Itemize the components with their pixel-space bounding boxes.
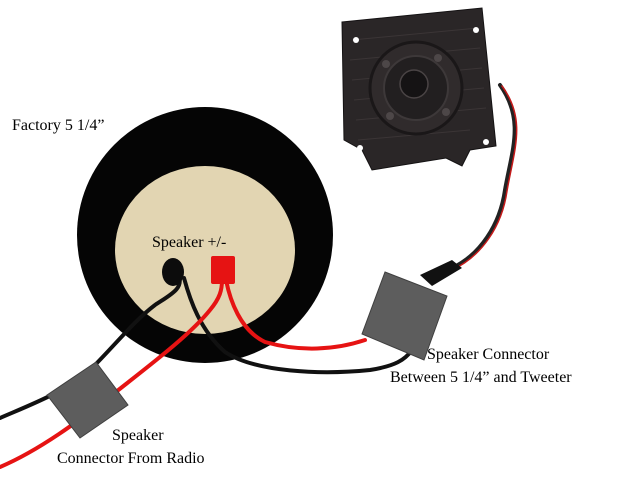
factory-speaker-label: Factory 5 1/4” bbox=[12, 117, 105, 134]
tweeter-cable bbox=[450, 83, 517, 270]
positive-wire-to-tweeter bbox=[224, 278, 367, 351]
tweeter-mount-hole-icon bbox=[357, 145, 363, 151]
tweeter-screw-icon bbox=[434, 54, 442, 62]
tweeter-dome bbox=[399, 69, 429, 99]
tweeter-connector-plug bbox=[420, 260, 462, 286]
radio-connector bbox=[46, 361, 129, 439]
tweeter-mount-hole-icon bbox=[353, 37, 359, 43]
tweeter-connector-label-line1: Speaker Connector bbox=[427, 346, 550, 363]
negative-wire bbox=[0, 273, 182, 420]
tweeter-screw-icon bbox=[386, 112, 394, 120]
tweeter-mount-hole-icon bbox=[473, 27, 479, 33]
positive-wire bbox=[0, 278, 224, 469]
radio-connector-label-line2: Connector From Radio bbox=[57, 450, 205, 467]
speaker-terminals-label: Speaker +/- bbox=[152, 234, 227, 251]
tweeter-connector-block bbox=[361, 271, 448, 361]
tweeter-connector bbox=[361, 260, 462, 361]
tweeter bbox=[341, 7, 497, 171]
tweeter-cable-red-strand bbox=[451, 85, 518, 271]
positive-terminal bbox=[211, 256, 235, 284]
factory-speaker-cone bbox=[115, 166, 295, 334]
tweeter-screw-icon bbox=[442, 108, 450, 116]
negative-terminal bbox=[162, 258, 184, 286]
tweeter-mount-hole-icon bbox=[483, 139, 489, 145]
radio-connector-label-line1: Speaker bbox=[112, 427, 164, 444]
tweeter-connector-label-line2: Between 5 1/4” and Tweeter bbox=[390, 369, 572, 386]
tweeter-screw-icon bbox=[382, 60, 390, 68]
negative-wire-to-tweeter bbox=[182, 276, 414, 375]
